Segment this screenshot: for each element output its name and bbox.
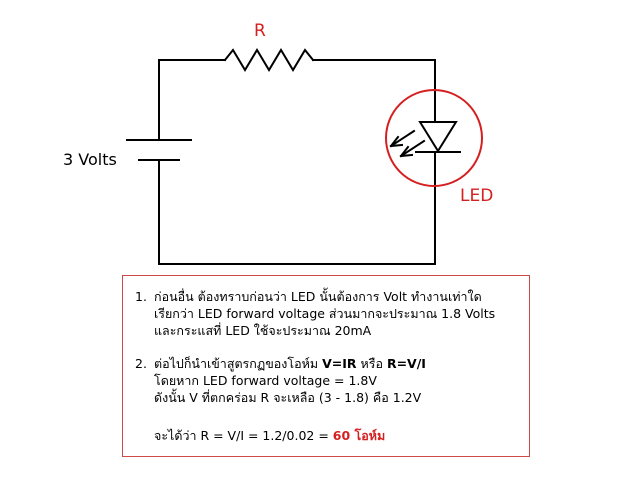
voltage-label: 3 Volts (63, 150, 117, 169)
result-line: จะได้ว่า R = V/I = 1.2/0.02 = 60 โอห์ม (154, 428, 385, 443)
step2-number: 2. (135, 356, 147, 371)
led-arrow-1-head (389, 135, 404, 148)
step1-line2: เรียกว่า LED forward voltage ส่วนมากจะปร… (154, 306, 496, 321)
step1-number: 1. (135, 289, 147, 304)
led-arrow-2-head (399, 145, 414, 158)
step2-line1-mid: หรือ (356, 356, 387, 371)
resistor-symbol (223, 48, 315, 72)
step1-line3: และกระแสที่ LED ใช้จะประมาณ 20mA (154, 323, 372, 338)
step1-line1: ก่อนอื่น ต้องทราบก่อนว่า LED นั้นต้องการ… (154, 289, 482, 304)
step2-line1-prefix: ต่อไปก็นำเข้าสูตรกฏของโอห์ม (154, 356, 323, 371)
result-prefix: จะได้ว่า R = V/I = 1.2/0.02 = (154, 428, 333, 443)
result-value: 60 โอห์ม (332, 428, 386, 443)
step2-line2: โดยหาก LED forward voltage = 1.8V (154, 373, 377, 388)
explanation-box: 1. ก่อนอื่น ต้องทราบก่อนว่า LED นั้นต้อง… (122, 275, 530, 457)
led-label: LED (460, 186, 494, 206)
formula-v-ir: V=IR (322, 356, 357, 371)
step2-line1: ต่อไปก็นำเข้าสูตรกฏของโอห์ม V=IR หรือ R=… (154, 356, 426, 371)
formula-r-v-i: R=V/I (386, 356, 426, 371)
led-arrow-1 (389, 129, 416, 148)
resistor-label: R (254, 21, 266, 41)
led-triangle (418, 121, 458, 153)
led-arrow-2 (399, 139, 426, 158)
wire-top-right (312, 59, 436, 123)
wire-bottom (158, 151, 436, 265)
led-highlight-circle (385, 89, 483, 187)
step2-line3: ดังนั้น V ที่ตกคร่อม R จะเหลือ (3 - 1.8)… (154, 390, 422, 405)
